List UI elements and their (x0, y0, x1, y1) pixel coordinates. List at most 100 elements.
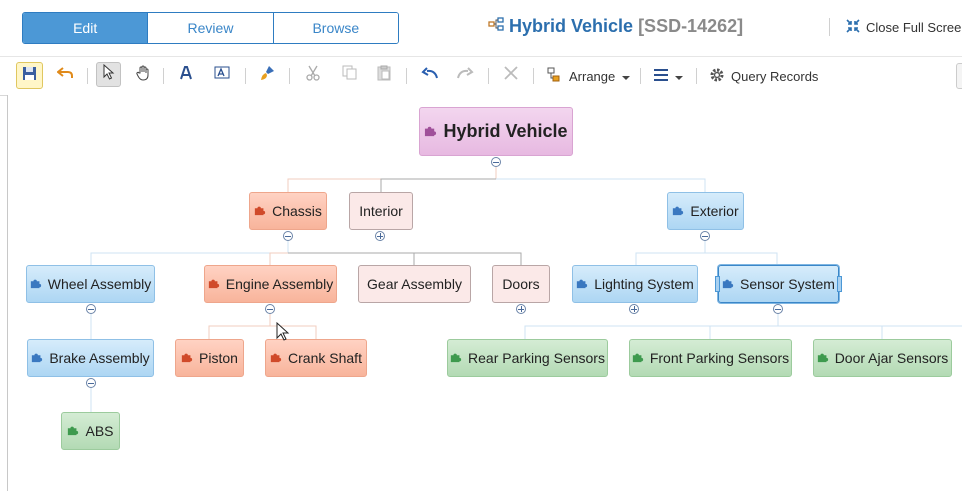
font-icon (179, 65, 193, 85)
node-lighting-system[interactable]: Lighting System (572, 265, 698, 303)
node-label: Sensor System (740, 276, 835, 292)
copy-button[interactable] (336, 62, 362, 88)
tab-browse[interactable]: Browse (272, 13, 398, 43)
node-sensor-system[interactable]: Sensor System (718, 265, 839, 303)
collapse-toggle[interactable] (773, 304, 783, 314)
paste-button[interactable] (371, 62, 397, 88)
format-painter-button[interactable] (254, 62, 280, 88)
diagram-id: [SSD-14262] (638, 16, 744, 36)
pan-tool-button[interactable] (130, 62, 156, 88)
puzzle-icon (632, 350, 644, 366)
paintbrush-icon (259, 65, 275, 86)
arrange-icon (547, 67, 563, 86)
node-front-parking-sensors[interactable]: Front Parking Sensors (629, 339, 792, 377)
scissors-icon (306, 65, 320, 86)
node-label: Hybrid Vehicle (443, 121, 568, 141)
node-hybrid-vehicle[interactable]: Hybrid Vehicle (419, 107, 573, 156)
close-full-screen-button[interactable]: Close Full Screen (846, 19, 962, 36)
connector-lines (90, 167, 962, 412)
toolbar-separator (289, 68, 290, 84)
node-label: Front Parking Sensors (649, 350, 790, 366)
tab-edit[interactable]: Edit (23, 13, 148, 43)
node-label: Door Ajar Sensors (834, 350, 949, 366)
resize-handle-left[interactable] (715, 276, 720, 292)
toolbar-separator (406, 68, 407, 84)
puzzle-icon (576, 276, 588, 292)
expand-toggle[interactable] (375, 231, 385, 241)
gear-icon (709, 67, 725, 86)
collapse-toggle[interactable] (86, 304, 96, 314)
node-label: Brake Assembly (49, 350, 150, 366)
node-label: Crank Shaft (288, 350, 362, 366)
query-records-button[interactable]: Query Records (709, 67, 818, 86)
menu-dropdown[interactable] (654, 69, 684, 84)
puzzle-icon (722, 276, 734, 292)
toolbar-separator (640, 68, 641, 84)
node-interior[interactable]: Interior (349, 192, 413, 230)
redo-icon (456, 66, 474, 84)
collapse-toggle[interactable] (86, 378, 96, 388)
arrange-dropdown[interactable]: Arrange (547, 67, 631, 86)
chevron-down-icon (621, 69, 631, 84)
resize-handle-right[interactable] (837, 276, 842, 292)
cut-button[interactable] (300, 62, 326, 88)
node-label: Rear Parking Sensors (468, 350, 605, 366)
query-records-label: Query Records (731, 69, 819, 84)
expand-toggle[interactable] (516, 304, 526, 314)
close-full-screen-label: Close Full Screen (866, 20, 962, 35)
node-brake-assembly[interactable]: Brake Assembly (27, 339, 154, 377)
collapse-toggle[interactable] (265, 304, 275, 314)
node-engine-assembly[interactable]: Engine Assembly (204, 265, 337, 303)
select-tool-button[interactable] (96, 62, 121, 87)
node-door-ajar-sensors[interactable]: Door Ajar Sensors (813, 339, 952, 377)
save-button[interactable] (16, 62, 43, 89)
expand-toggle[interactable] (629, 304, 639, 314)
puzzle-icon (817, 350, 829, 366)
diagram-canvas[interactable]: Hybrid Vehicle Chassis Interior Exterior… (7, 95, 962, 491)
text-tool-button[interactable] (173, 62, 199, 88)
node-label: Engine Assembly (225, 276, 334, 292)
node-crank-shaft[interactable]: Crank Shaft (265, 339, 367, 377)
node-label: Chassis (272, 203, 322, 219)
node-label: Exterior (690, 203, 739, 219)
puzzle-icon (67, 423, 79, 439)
puzzle-icon (30, 276, 42, 292)
collapse-toggle[interactable] (283, 231, 293, 241)
save-icon (22, 66, 37, 86)
node-piston[interactable]: Piston (175, 339, 244, 377)
puzzle-icon (672, 203, 684, 219)
puzzle-icon (450, 350, 462, 366)
toolbar-separator (87, 68, 88, 84)
node-label: Lighting System (594, 276, 694, 292)
node-label: Gear Assembly (367, 276, 462, 292)
node-chassis[interactable]: Chassis (249, 192, 327, 230)
undo-button[interactable] (417, 62, 443, 88)
node-label: Interior (359, 203, 403, 219)
tab-review[interactable]: Review (147, 13, 273, 43)
puzzle-icon (254, 203, 266, 219)
textbox-icon (214, 66, 230, 84)
toolbar-overflow-button[interactable] (956, 63, 962, 89)
page-title: Hybrid Vehicle [SSD-14262] (488, 16, 743, 37)
diagram-title: Hybrid Vehicle (509, 16, 634, 36)
text-box-button[interactable] (209, 62, 235, 88)
collapse-toggle[interactable] (491, 157, 501, 167)
delete-button[interactable] (498, 62, 524, 88)
node-abs[interactable]: ABS (61, 412, 120, 450)
close-icon (504, 65, 518, 85)
node-wheel-assembly[interactable]: Wheel Assembly (26, 265, 155, 303)
hamburger-icon (654, 69, 668, 84)
puzzle-icon (31, 350, 43, 366)
node-exterior[interactable]: Exterior (667, 192, 744, 230)
arrange-label: Arrange (569, 69, 616, 84)
node-gear-assembly[interactable]: Gear Assembly (358, 265, 471, 303)
node-label: Wheel Assembly (47, 276, 152, 292)
node-label: ABS (85, 423, 114, 439)
undo-changes-button[interactable] (52, 62, 78, 88)
node-rear-parking-sensors[interactable]: Rear Parking Sensors (447, 339, 608, 377)
redo-button[interactable] (452, 62, 478, 88)
collapse-toggle[interactable] (700, 231, 710, 241)
node-label: Doors (502, 276, 540, 292)
node-doors[interactable]: Doors (492, 265, 550, 303)
puzzle-icon (181, 350, 193, 366)
